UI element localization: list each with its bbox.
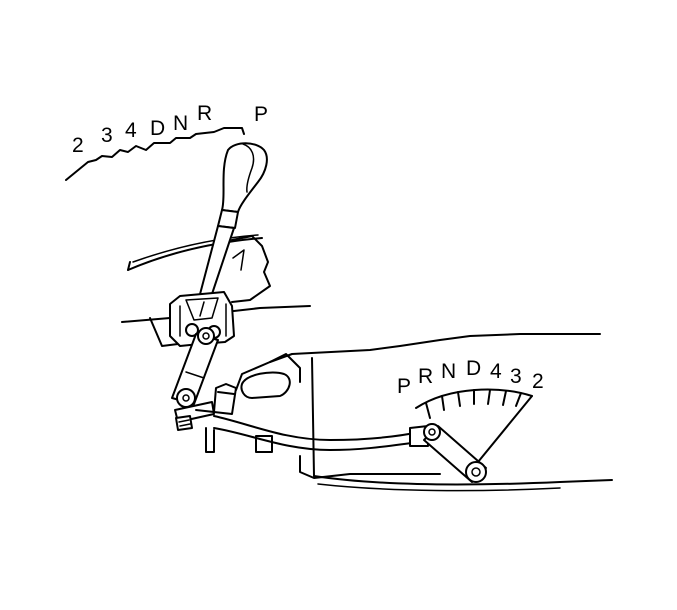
detent-label-r: R [418,365,433,388]
gate-label-3: 3 [101,124,113,147]
shift-knob [221,142,268,213]
gate-label-4: 4 [125,119,137,142]
transmission-case [235,333,613,492]
gate-label-d: D [150,117,165,140]
cable-bracket [174,383,273,453]
gate-label-p: P [254,103,268,126]
shift-boot [217,209,239,229]
transmission-selector: P R N D 4 3 2 [397,357,544,483]
detent-label-2: 2 [532,370,544,393]
gate-label-n: N [173,112,188,135]
shift-gate: 2 3 4 D N R P [65,102,268,181]
shift-rod [198,225,235,301]
shift-cable [213,415,429,451]
console-panel [121,234,311,347]
shift-lever [198,142,268,301]
detent-label-n: N [441,360,456,383]
shift-gate-outline [65,127,245,181]
detent-label-4: 4 [490,360,502,383]
detent-label-3: 3 [510,365,522,388]
detent-label-p: P [397,375,411,398]
gate-label-r: R [197,102,212,125]
gate-label-2: 2 [72,134,84,157]
detent-label-d: D [466,357,481,380]
